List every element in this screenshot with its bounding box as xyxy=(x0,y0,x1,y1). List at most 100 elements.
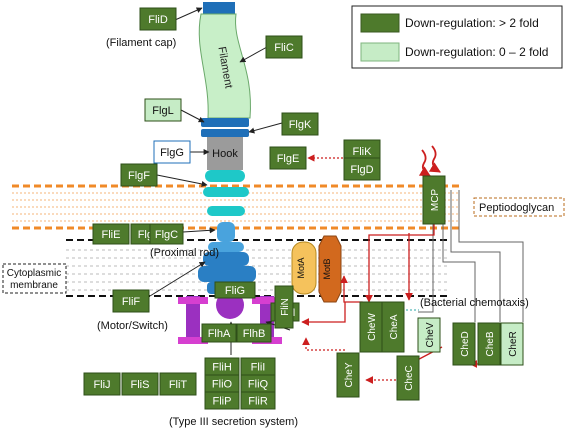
gene-box-fliD-rect xyxy=(139,7,177,31)
gene-label-cheW: CheW xyxy=(367,313,378,341)
flgl-ring xyxy=(201,118,249,127)
flgk-ring xyxy=(201,129,249,137)
gene-box-fliE-rect xyxy=(92,223,130,245)
hook-label: Hook xyxy=(212,148,238,160)
peptidoglycan-annotation: Peptiodoglycan xyxy=(479,202,554,214)
gene-box-fliD: FliD xyxy=(139,7,177,31)
gene-box-fliP: FliP xyxy=(204,391,240,410)
gene-label-fliJ: FliJ xyxy=(93,379,110,391)
gene-label-flhA: FlhA xyxy=(208,328,231,340)
mota-label: MotA xyxy=(296,257,306,278)
gene-label-cheA: CheA xyxy=(389,314,400,339)
flha-shape xyxy=(186,296,200,344)
gene-box-fliR-rect xyxy=(240,391,276,410)
gene-box-fliN: FliN xyxy=(274,285,294,329)
gene-box-flhA: FlhA xyxy=(201,323,237,343)
flha-cap-top xyxy=(178,297,208,304)
gene-box-cheB-rect xyxy=(477,322,501,366)
gene-label-fliR: FliR xyxy=(248,396,268,408)
gene-box-cheB: CheB xyxy=(477,322,501,366)
gene-box-cheC-rect xyxy=(396,355,420,401)
flhb-cap-top xyxy=(252,297,282,304)
gene-box-fliS: FliS xyxy=(121,372,159,396)
ms-ring xyxy=(203,252,249,266)
gene-label-cheB: CheB xyxy=(485,331,496,356)
gene-label-flgK: FlgK xyxy=(289,119,312,131)
gene-box-fliS-rect xyxy=(121,372,159,396)
gene-label-cheD: CheD xyxy=(460,331,471,357)
cytoplasmic-label-box xyxy=(2,263,67,294)
gene-box-fliE: FliE xyxy=(92,223,130,245)
gene-label-flgF: FlgF xyxy=(128,170,150,182)
gene-label-flhB: FlhB xyxy=(243,328,266,340)
gene-label-flgD: FlgD xyxy=(350,164,373,176)
gene-label-fliF: FliF xyxy=(122,296,141,308)
gene-box-flgF-rect xyxy=(120,163,158,187)
gene-box-fliT-rect xyxy=(159,372,197,396)
gene-box-fliQ: FliQ xyxy=(240,374,276,393)
legend-label-light: Down-regulation: 0 – 2 fold xyxy=(405,45,548,59)
gene-label-fliI: FliI xyxy=(251,362,266,374)
legend-label-dark: Down-regulation: > 2 fold xyxy=(405,16,539,30)
cytoplasmic-annotation-line1: Cytoplasmic xyxy=(7,268,61,279)
gene-label-mcp: MCP xyxy=(430,189,441,212)
cytoplasmic-annotation-line2: membrane xyxy=(10,280,58,291)
gene-box-fliP-rect xyxy=(204,391,240,410)
gene-box-fliC-rect xyxy=(265,35,303,59)
gene-box-flgC: FlgC xyxy=(149,223,184,245)
gene-box-cheY: CheY xyxy=(336,352,360,398)
gene-label-flgL: FlgL xyxy=(152,105,173,117)
gene-box-cheV: CheV xyxy=(417,317,441,353)
gene-box-cheY-rect xyxy=(336,352,360,398)
gene-box-fliG-rect xyxy=(214,281,256,299)
motb-label: MotB xyxy=(322,258,332,279)
gene-box-fliH: FliH xyxy=(204,357,240,376)
motor-switch-annotation: (Motor/Switch) xyxy=(97,320,168,332)
gene-box-cheW: CheW xyxy=(359,301,383,353)
gene-box-flgG-rect xyxy=(153,140,191,164)
filament-cap-shape xyxy=(203,2,235,14)
gene-box-fliC: FliC xyxy=(265,35,303,59)
gene-box-layer: FliD FliC FlgL FlgK FlgG FlgE FliK FlgD FlgF FliE… xyxy=(83,7,524,410)
gene-label-flgG: FlgG xyxy=(160,147,184,159)
gene-label-fliT: FliT xyxy=(169,379,188,391)
gene-box-cheA-rect xyxy=(381,301,405,353)
flgf-ring xyxy=(205,170,245,182)
gene-box-fliF: FliF xyxy=(112,289,150,313)
gene-box-fliO: FliO xyxy=(204,374,240,393)
peptidoglycan-label-box xyxy=(473,197,565,217)
gene-label-fliD: FliD xyxy=(148,14,168,26)
gene-box-fliJ-rect xyxy=(83,372,121,396)
gene-box-cheD-rect xyxy=(452,322,476,366)
gene-label-cheY: CheY xyxy=(344,362,355,387)
gene-label-cheR: CheR xyxy=(508,331,519,357)
mota-shape xyxy=(291,241,317,295)
gene-label-fliK: FliK xyxy=(353,146,373,158)
gene-box-cheD: CheD xyxy=(452,322,476,366)
signal-arrows-icon xyxy=(418,145,441,177)
gene-box-flgF: FlgF xyxy=(120,163,158,187)
gene-box-cheR-rect xyxy=(500,322,524,366)
filament-shape xyxy=(198,13,251,119)
chemotaxis-annotation: (Bacterial chemotaxis) xyxy=(420,297,529,309)
gene-box-cheV-rect xyxy=(417,317,441,353)
ms-ring-top xyxy=(208,242,244,252)
gene-label-fliO: FliO xyxy=(212,379,233,391)
gene-box-flgE: FlgE xyxy=(269,146,307,170)
gene-box-flhA-rect xyxy=(201,323,237,343)
l-ring xyxy=(203,187,249,197)
gene-label-fliN: FliN xyxy=(280,298,291,316)
gene-box-flgK: FlgK xyxy=(281,112,319,136)
p-ring xyxy=(207,206,245,216)
gene-box-fliT: FliT xyxy=(159,372,197,396)
hook-shape xyxy=(207,137,243,170)
cytoplasmic-membrane xyxy=(66,239,450,297)
gene-box-mcp-rect xyxy=(422,175,446,225)
pointer-arrows xyxy=(149,7,291,355)
type3-annotation: (Type III secretion system) xyxy=(169,416,298,428)
gene-box-fliN-rect xyxy=(274,285,294,329)
gene-box-flgL-rect xyxy=(144,98,182,122)
flha-cap-bottom xyxy=(178,337,208,344)
gene-label-fliH: FliH xyxy=(212,362,232,374)
